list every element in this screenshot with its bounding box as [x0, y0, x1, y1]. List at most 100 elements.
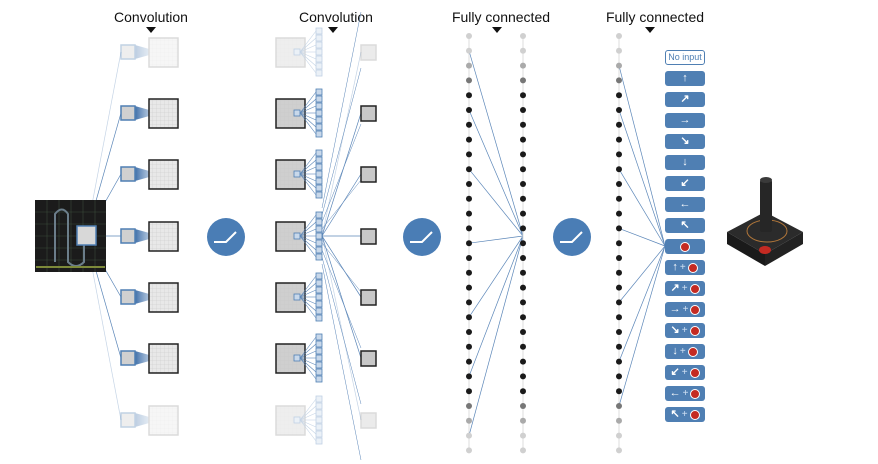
- neuron: [616, 284, 622, 291]
- neuron: [616, 166, 622, 173]
- neuron: [616, 107, 622, 113]
- feature-map: [275, 405, 306, 436]
- feature-map: [148, 405, 179, 436]
- conv1-filter: [120, 98, 179, 129]
- action-button[interactable]: ↘+: [665, 323, 705, 338]
- unit: [315, 27, 323, 35]
- neuron: [520, 151, 526, 158]
- neuron: [616, 151, 622, 158]
- arrow-icon: ←: [669, 387, 681, 399]
- plus-sign: +: [681, 283, 688, 294]
- connection-line: [321, 67, 362, 216]
- connection-line: [468, 235, 524, 318]
- neuron: [520, 269, 526, 276]
- action-button[interactable]: ↓+: [665, 344, 705, 359]
- neuron: [616, 195, 622, 202]
- neuron: [466, 255, 472, 261]
- action-button[interactable]: ↖+: [665, 407, 705, 422]
- arrow-icon: ↓: [682, 156, 688, 168]
- unit: [315, 130, 323, 138]
- connection-line: [468, 50, 524, 237]
- neuron: [520, 92, 526, 99]
- action-button[interactable]: [665, 239, 705, 254]
- output-unit: [360, 412, 377, 429]
- unit: [315, 116, 323, 124]
- arrow-icon: ↙: [670, 366, 680, 378]
- arrow-icon: ↓: [672, 345, 678, 357]
- neuron: [616, 343, 622, 350]
- neuron: [466, 417, 472, 424]
- neuron: [616, 240, 622, 247]
- neuron: [616, 373, 622, 380]
- plus-sign: +: [679, 346, 686, 357]
- neuron: [520, 166, 526, 173]
- neuron: [466, 121, 472, 128]
- action-button[interactable]: ←: [665, 197, 705, 212]
- unit: [315, 239, 323, 247]
- filter-patch: [120, 166, 136, 182]
- header-conv1: Convolution: [114, 9, 188, 25]
- unit: [315, 416, 323, 424]
- connection-line: [468, 168, 524, 237]
- filter-patch: [120, 44, 136, 60]
- connection-line: [321, 235, 362, 421]
- action-button[interactable]: ↗+: [665, 281, 705, 296]
- caret-icon: [645, 27, 655, 33]
- conv2-filter: [275, 27, 377, 77]
- conv1-filter: [120, 405, 179, 436]
- connection-line: [321, 51, 362, 237]
- caret-icon: [328, 27, 338, 33]
- neuron: [616, 121, 622, 128]
- neuron: [616, 210, 622, 217]
- action-button[interactable]: ↑: [665, 71, 705, 86]
- conv2-filter: [275, 272, 377, 322]
- plus-sign: +: [681, 409, 688, 420]
- action-button[interactable]: →+: [665, 302, 705, 317]
- neuron: [466, 77, 472, 84]
- neuron: [466, 166, 472, 173]
- action-button[interactable]: ↙: [665, 176, 705, 191]
- action-button[interactable]: ↙+: [665, 365, 705, 380]
- conv2-filter: [275, 149, 377, 199]
- neuron: [520, 284, 526, 291]
- action-button[interactable]: ↓: [665, 155, 705, 170]
- neuron: [466, 447, 472, 454]
- unit: [315, 279, 323, 287]
- unit: [315, 102, 323, 110]
- neuron: [520, 107, 526, 113]
- unit: [315, 402, 323, 410]
- plus-sign: +: [681, 325, 688, 336]
- unit: [315, 191, 323, 199]
- unit: [315, 272, 323, 280]
- filter-patch: [120, 412, 136, 428]
- connection-line: [321, 112, 362, 237]
- fire-button-icon: [690, 388, 701, 399]
- neuron: [520, 388, 526, 395]
- action-button[interactable]: →: [665, 113, 705, 128]
- arrow-icon: ↑: [682, 72, 688, 84]
- connection-line: [468, 235, 524, 244]
- connection-line: [618, 245, 666, 303]
- neuron: [466, 358, 472, 365]
- neuron: [520, 181, 526, 187]
- neuron: [616, 62, 622, 69]
- action-button[interactable]: ↖: [665, 218, 705, 233]
- feature-map: [148, 282, 179, 313]
- action-button[interactable]: ↗: [665, 92, 705, 107]
- action-button[interactable]: No input: [665, 50, 705, 65]
- neuron: [466, 195, 472, 202]
- action-button[interactable]: ↘: [665, 134, 705, 149]
- action-button[interactable]: ↑+: [665, 260, 705, 275]
- action-button[interactable]: ←+: [665, 386, 705, 401]
- neuron: [466, 403, 472, 409]
- neuron: [520, 121, 526, 128]
- output-unit: [360, 228, 377, 245]
- neuron: [520, 240, 526, 247]
- unit: [315, 409, 323, 417]
- neuron: [616, 314, 622, 321]
- neuron: [466, 284, 472, 291]
- neuron: [466, 62, 472, 69]
- arrow-icon: →: [679, 114, 691, 126]
- neuron: [616, 358, 622, 365]
